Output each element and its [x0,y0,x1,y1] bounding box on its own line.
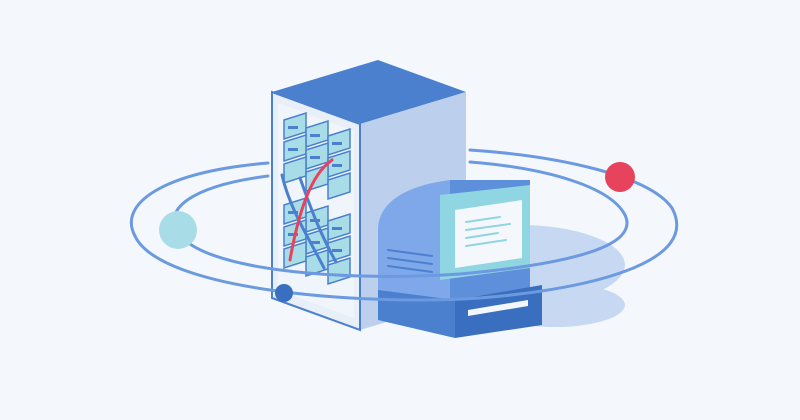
computer-base-front [378,290,455,338]
rack-top [272,60,466,124]
orbit-node-icon [605,162,635,192]
desktop-computer-icon [378,180,542,338]
orbit-outer-front [133,206,679,302]
network-cable-icon [280,158,338,270]
orbit-inner-back-right [468,160,627,217]
vent-lines [387,249,433,273]
orbit-node-icon [275,284,293,302]
drive-slot [468,300,528,316]
orbit-node-icon [159,211,197,249]
orbit-inner-front [176,213,629,278]
drive-bay-upper [283,111,351,201]
orbit-outer-back-right [468,148,674,210]
orbit-outer-back-left [129,161,270,238]
screen-text-lines [465,216,511,247]
orbit-ring-front [133,206,679,302]
